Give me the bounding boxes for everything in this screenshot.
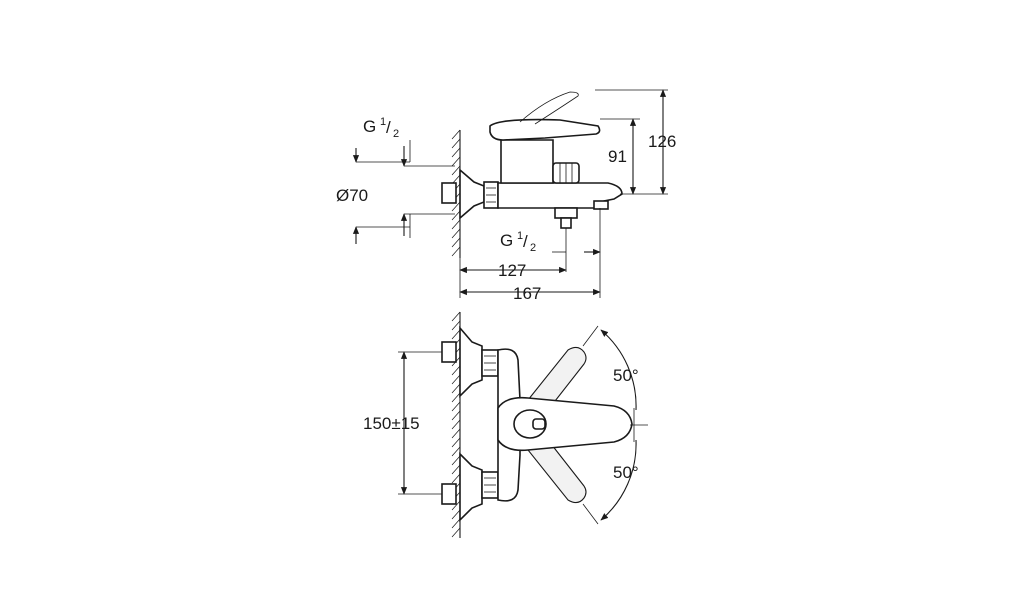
- wall-hatch-line: [451, 410, 461, 421]
- wall-hatch-line: [451, 419, 461, 430]
- upper-connector: [441, 325, 499, 398]
- wall-hatch-line: [451, 311, 461, 322]
- svg-text:2: 2: [393, 128, 399, 140]
- wall-hatch-line: [451, 201, 461, 212]
- wall-hatch-line: [451, 219, 461, 230]
- mixer-body: [489, 91, 623, 229]
- wall-hatch-line: [451, 518, 461, 529]
- wall-hatch-line: [451, 320, 461, 331]
- svg-text:2: 2: [530, 242, 536, 254]
- wall-hatch-line: [451, 374, 461, 385]
- wall-hatch-line: [451, 156, 461, 167]
- angle-down-label: 50°: [613, 463, 639, 482]
- inlet-connector: [441, 168, 499, 220]
- wall-hatch-line: [451, 437, 461, 448]
- wall-hatch-line: [451, 329, 461, 340]
- wall-hatch-line: [451, 446, 461, 457]
- centers-dimension: [398, 351, 442, 495]
- wall-hatch-line: [451, 455, 461, 466]
- wall-hatch-line: [451, 138, 461, 149]
- wall-hatch-line: [451, 500, 461, 511]
- wall-hatch-line: [451, 228, 461, 239]
- wall-hatch-line: [451, 527, 461, 538]
- svg-text:G: G: [363, 117, 376, 136]
- svg-text:1: 1: [517, 230, 523, 242]
- svg-text:1: 1: [380, 116, 386, 128]
- mixer-body-front: [497, 346, 633, 504]
- wall-hatch-line: [451, 401, 461, 412]
- wall-hatch-line: [451, 165, 461, 176]
- lower-connector: [441, 452, 499, 522]
- svg-text:/: /: [386, 118, 391, 137]
- wall-hatch-line: [451, 147, 461, 158]
- angle-up-label: 50°: [613, 366, 639, 385]
- front-view: 150±15 50° 50°: [363, 311, 648, 538]
- wall-hatch-line: [451, 509, 461, 520]
- wall-hatch-line: [451, 237, 461, 248]
- dimension-lines-side: [352, 89, 667, 296]
- thread-inlet-label: G 1 / 2: [363, 116, 399, 140]
- svg-text:/: /: [523, 232, 528, 251]
- side-view: G 1 / 2 Ø70 G 1 / 2 91 126 127 167: [336, 89, 676, 303]
- dim-91-label: 91: [608, 147, 627, 166]
- wall-hatch-line: [451, 129, 461, 140]
- wall-hatch-line: [451, 210, 461, 221]
- wall-hatch-line: [451, 383, 461, 394]
- wall-hatch-line: [451, 473, 461, 484]
- dim-127-label: 127: [498, 261, 526, 280]
- dim-167-label: 167: [513, 284, 541, 303]
- extension-lines-side: [356, 89, 668, 298]
- wall-hatch-line: [451, 428, 461, 439]
- rotation-angle-arcs: [582, 325, 648, 525]
- svg-text:G: G: [500, 231, 513, 250]
- centers-label: 150±15: [363, 414, 420, 433]
- wall-hatch-line: [451, 365, 461, 376]
- thread-outlet-label: G 1 / 2: [500, 230, 536, 254]
- wall-hatch-line: [451, 464, 461, 475]
- wall-hatch-line: [451, 392, 461, 403]
- diameter-label: Ø70: [336, 186, 368, 205]
- dim-126-label: 126: [648, 132, 676, 151]
- wall-hatch-line: [451, 246, 461, 257]
